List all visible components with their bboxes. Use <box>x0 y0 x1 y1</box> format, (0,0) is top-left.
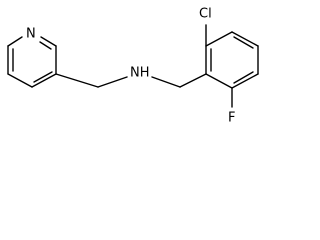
benzene-bond <box>231 73 259 89</box>
benzene-ring <box>205 31 259 89</box>
chlorine-label: Cl <box>199 7 212 22</box>
linker-bond <box>179 73 207 88</box>
chemical-structure-diagram: N NH Cl F <box>7 7 259 126</box>
pyridine-bond <box>7 36 23 47</box>
pyridine-ring <box>7 36 57 88</box>
pyridine-double-bond <box>33 71 53 83</box>
benzene-bond <box>205 73 233 89</box>
pyridine-bond <box>7 73 33 88</box>
benzene-double-bond <box>233 36 254 49</box>
pyridine-bond <box>40 36 57 47</box>
amine-nh-label: NH <box>130 66 150 81</box>
benzene-bond <box>231 31 259 47</box>
linker-bond <box>55 73 99 88</box>
linker-bond <box>97 76 128 88</box>
fluorine-label: F <box>228 111 235 126</box>
pyridine-nitrogen-label: N <box>26 27 36 42</box>
benzene-double-bond <box>233 71 254 84</box>
pyridine-double-bond <box>39 41 52 50</box>
methylene-amine-linker <box>55 73 207 88</box>
benzene-bond <box>205 31 233 47</box>
linker-bond <box>151 76 181 88</box>
pyridine-bond <box>31 73 57 88</box>
